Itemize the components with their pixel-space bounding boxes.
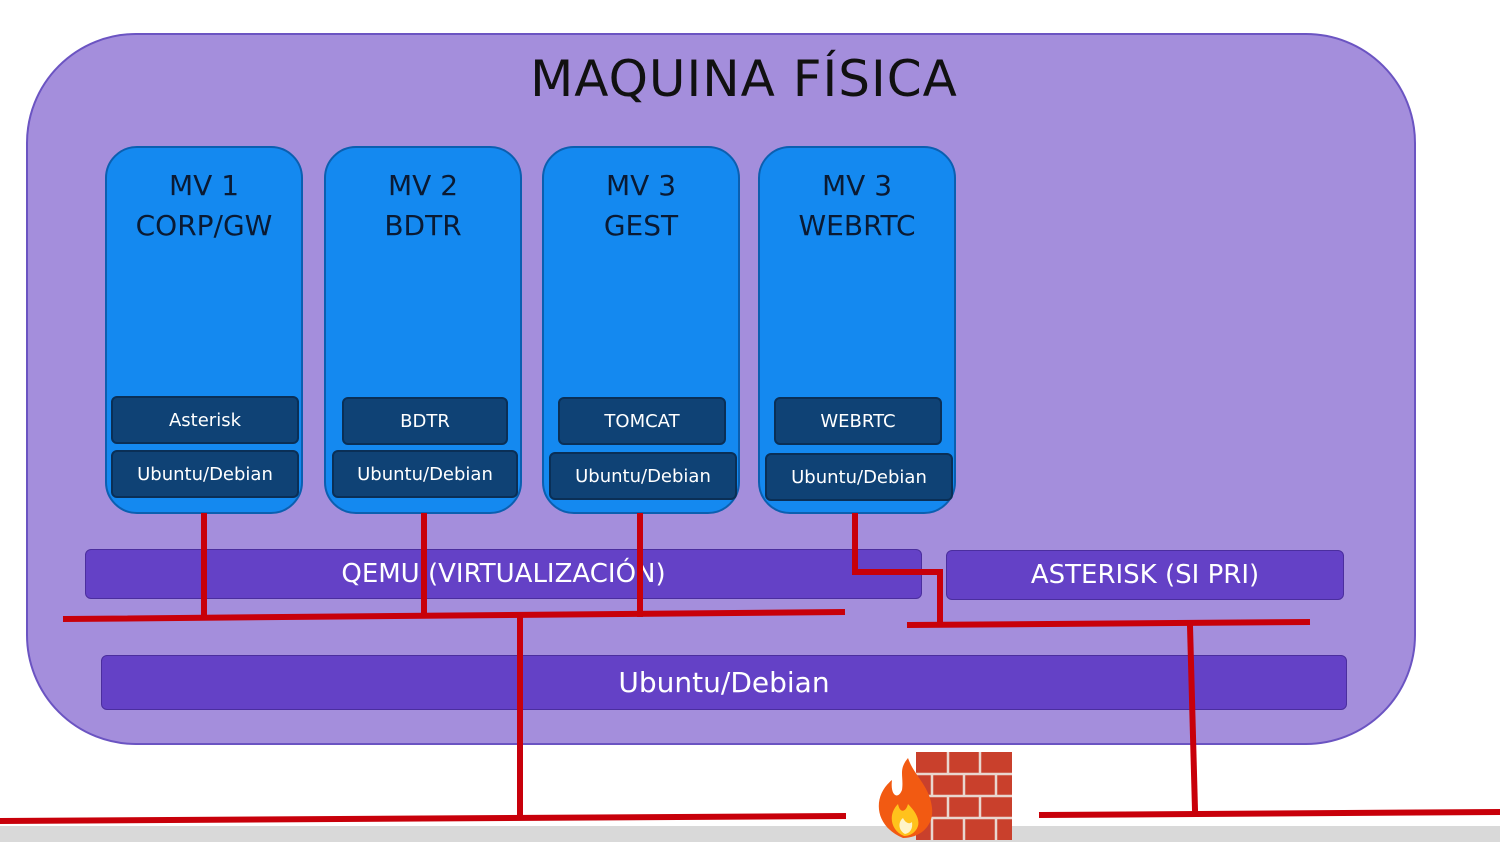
host-os-bar: Ubuntu/Debian (101, 655, 1347, 710)
vm-bdtr: MV 2 BDTR BDTR Ubuntu/Debian (324, 146, 522, 514)
external-network-line (1038, 808, 1500, 819)
vm-os-layer: Ubuntu/Debian (549, 452, 737, 500)
vm-title: MV 3 WEBRTC (760, 166, 954, 246)
vm-gest: MV 3 GEST TOMCAT Ubuntu/Debian (542, 146, 740, 514)
vm-role: CORP/GW (135, 209, 273, 242)
vm-app-layer: WEBRTC (774, 397, 942, 445)
vm-role: WEBRTC (798, 209, 916, 242)
vm-title: MV 2 BDTR (326, 166, 520, 246)
physical-machine-title: MAQUINA FÍSICA (530, 50, 958, 108)
vm-name: MV 2 (387, 169, 459, 202)
vm-os-layer: Ubuntu/Debian (765, 453, 953, 501)
internal-network-line (0, 812, 847, 825)
vm-app-layer: Asterisk (111, 396, 299, 444)
qemu-virtualization-bar: QEMU (VIRTUALIZACIÓN) (85, 549, 922, 599)
pri-lan-line (906, 618, 1311, 629)
asterisk-pri-bar: ASTERISK (SI PRI) (946, 550, 1344, 600)
vm-os-layer: Ubuntu/Debian (111, 450, 299, 498)
firewall-icon (878, 752, 1012, 840)
vm-title: MV 3 GEST (544, 166, 738, 246)
vm-app-layer: BDTR (342, 397, 508, 445)
vm-name: MV 3 (605, 169, 677, 202)
vm-role: GEST (603, 209, 679, 242)
vm-app-layer: TOMCAT (558, 397, 726, 445)
vm-webrtc: MV 3 WEBRTC WEBRTC Ubuntu/Debian (758, 146, 956, 514)
vm-title: MV 1 CORP/GW (107, 166, 301, 246)
floor-strip (0, 826, 1500, 842)
virtual-lan-line (62, 608, 846, 623)
vm-os-layer: Ubuntu/Debian (332, 450, 518, 498)
wan-uplink (1186, 622, 1199, 814)
vm-name: MV 3 (821, 169, 893, 202)
webrtc-link (852, 513, 943, 625)
vm-role: BDTR (384, 209, 462, 242)
vm-name: MV 1 (168, 169, 240, 202)
